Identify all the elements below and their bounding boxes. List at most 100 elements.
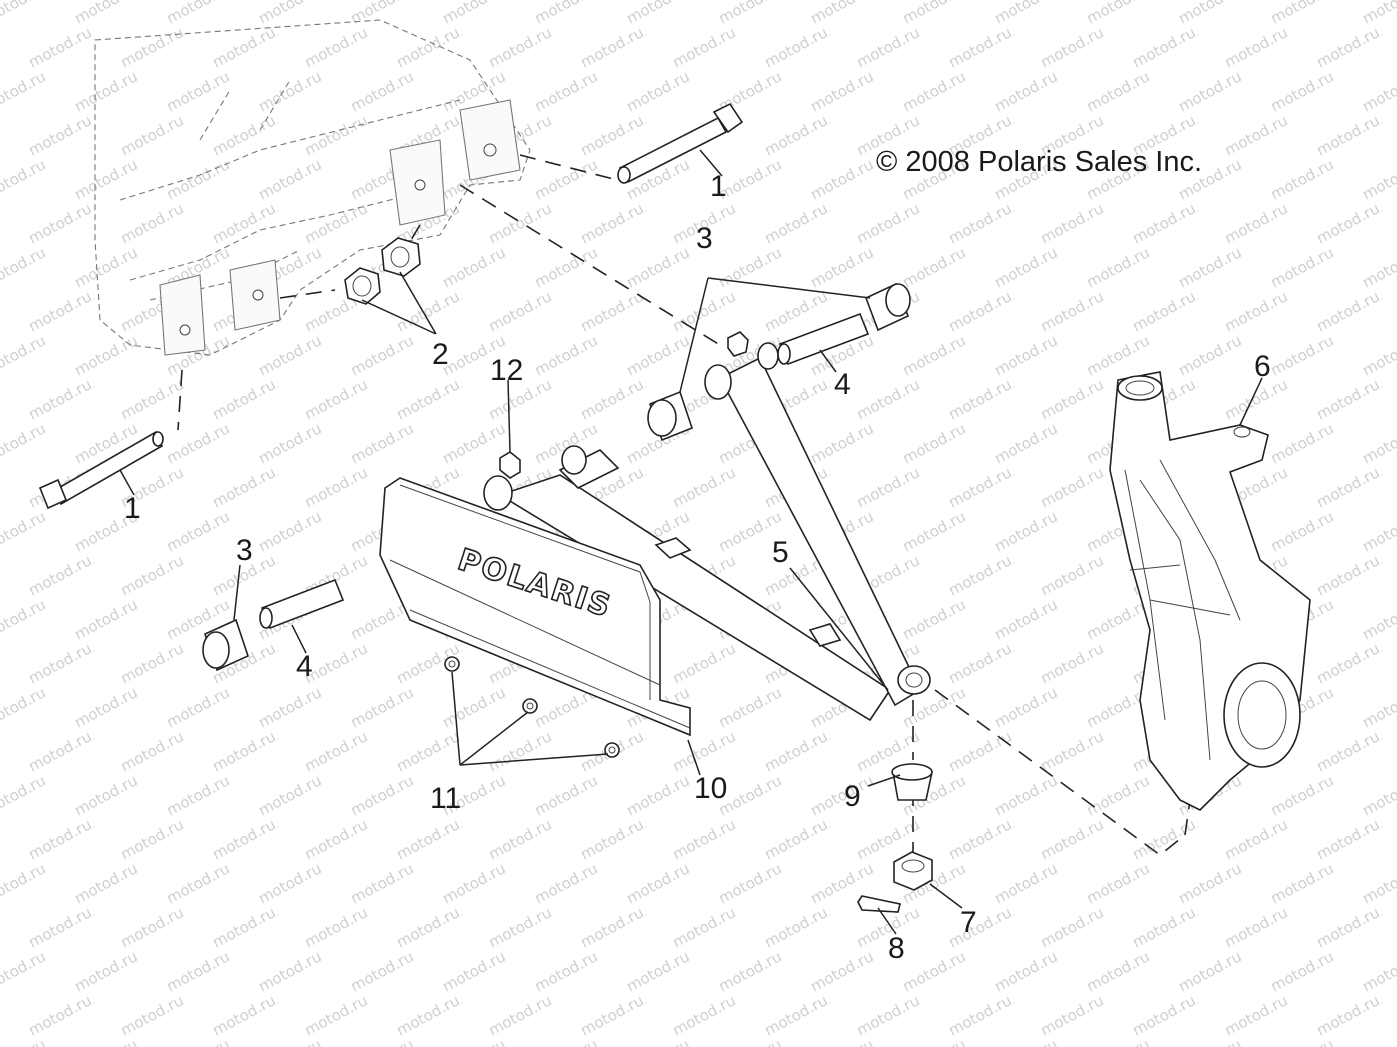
callout-10: 10 <box>694 772 727 805</box>
watermark-text: motod.ru <box>117 815 186 863</box>
watermark-text: motod.ru <box>577 991 646 1039</box>
watermark-text: motod.ru <box>0 463 3 511</box>
bushing-left <box>202 618 249 672</box>
watermark-text: motod.ru <box>1267 67 1336 115</box>
watermark-text: motod.ru <box>0 727 3 775</box>
watermark-text: motod.ru <box>117 727 186 775</box>
watermark-text: motod.ru <box>1359 683 1397 731</box>
watermark-text: motod.ru <box>0 507 49 555</box>
watermark-text: motod.ru <box>1267 859 1336 907</box>
watermark-text: motod.ru <box>163 683 232 731</box>
watermark-text: motod.ru <box>255 1035 324 1047</box>
watermark-text: motod.ru <box>1313 375 1382 423</box>
watermark-text: motod.ru <box>25 287 94 335</box>
watermark-text: motod.ru <box>1083 947 1152 995</box>
watermark-text: motod.ru <box>439 243 508 291</box>
watermark-text: motod.ru <box>1267 771 1336 819</box>
watermark-text: motod.ru <box>0 23 3 71</box>
watermark-text: motod.ru <box>945 991 1014 1039</box>
watermark-text: motod.ru <box>807 67 876 115</box>
watermark-text: motod.ru <box>485 815 554 863</box>
watermark-text: motod.ru <box>991 1035 1060 1047</box>
callout-labels: 1 1 2 3 3 4 4 5 6 7 8 9 10 11 12 <box>124 170 1271 965</box>
watermark-text: motod.ru <box>669 815 738 863</box>
watermark-text: motod.ru <box>0 67 49 115</box>
watermark-text: motod.ru <box>1083 243 1152 291</box>
watermark-text: motod.ru <box>945 727 1014 775</box>
watermark-text: motod.ru <box>347 331 416 379</box>
watermark-text: motod.ru <box>715 243 784 291</box>
watermark-text: motod.ru <box>1037 463 1106 511</box>
watermark-text: motod.ru <box>393 815 462 863</box>
watermark-text: motod.ru <box>945 463 1014 511</box>
watermark-text: motod.ru <box>623 67 692 115</box>
watermark-text: motod.ru <box>715 859 784 907</box>
watermark-text: motod.ru <box>301 903 370 951</box>
callout-1-upper: 1 <box>710 170 727 203</box>
watermark-text: motod.ru <box>163 1035 232 1047</box>
watermark-text: motod.ru <box>25 23 94 71</box>
guard-screws <box>444 656 620 758</box>
watermark-text: motod.ru <box>531 1035 600 1047</box>
callout-11: 11 <box>430 782 461 815</box>
bolt-upper <box>617 102 744 184</box>
watermark-text: motod.ru <box>439 419 508 467</box>
watermark-text: motod.ru <box>209 23 278 71</box>
watermark-text: motod.ru <box>991 947 1060 995</box>
watermark-text: motod.ru <box>1313 551 1382 599</box>
watermark-text: motod.ru <box>1083 331 1152 379</box>
watermark-text: motod.ru <box>439 947 508 995</box>
watermark-text: motod.ru <box>1037 199 1106 247</box>
callout-3-upper: 3 <box>696 222 713 255</box>
watermark-text: motod.ru <box>761 815 830 863</box>
watermark-text: motod.ru <box>623 771 692 819</box>
watermark-text: motod.ru <box>485 903 554 951</box>
watermark-text: motod.ru <box>807 419 876 467</box>
watermark-text: motod.ru <box>0 199 3 247</box>
watermark-text: motod.ru <box>347 771 416 819</box>
watermark-text: motod.ru <box>0 243 49 291</box>
watermark-text: motod.ru <box>439 0 508 28</box>
watermark-text: motod.ru <box>1083 67 1152 115</box>
watermark-text: motod.ru <box>761 111 830 159</box>
watermark-text: motod.ru <box>1313 903 1382 951</box>
watermark-text: motod.ru <box>807 1035 876 1047</box>
watermark-text: motod.ru <box>1037 815 1106 863</box>
watermark-text: motod.ru <box>255 419 324 467</box>
watermark-text: motod.ru <box>1175 331 1244 379</box>
watermark-text: motod.ru <box>347 0 416 28</box>
watermark-text: motod.ru <box>761 991 830 1039</box>
watermark-text: motod.ru <box>71 595 140 643</box>
watermark-text: motod.ru <box>853 199 922 247</box>
watermark-text: motod.ru <box>209 727 278 775</box>
watermark-text: motod.ru <box>347 947 416 995</box>
watermark-text: motod.ru <box>71 67 140 115</box>
watermark-text: motod.ru <box>1129 903 1198 951</box>
watermark-text: motod.ru <box>853 23 922 71</box>
watermark-text: motod.ru <box>531 331 600 379</box>
watermark-text: motod.ru <box>1037 287 1106 335</box>
watermark-text: motod.ru <box>209 111 278 159</box>
watermark-text: motod.ru <box>1359 67 1397 115</box>
callout-4-upper: 4 <box>834 368 851 401</box>
watermark-text: motod.ru <box>577 815 646 863</box>
watermark-text: motod.ru <box>945 23 1014 71</box>
watermark-text: motod.ru <box>0 903 3 951</box>
callout-12: 12 <box>490 354 523 387</box>
watermark-text: motod.ru <box>25 375 94 423</box>
watermark-text: motod.ru <box>0 991 3 1039</box>
watermark-text: motod.ru <box>0 639 3 687</box>
watermark-text: motod.ru <box>163 771 232 819</box>
watermark-text: motod.ru <box>1267 243 1336 291</box>
watermark-text: motod.ru <box>25 991 94 1039</box>
watermark-text: motod.ru <box>715 683 784 731</box>
watermark-text: motod.ru <box>1129 287 1198 335</box>
watermark-text: motod.ru <box>301 199 370 247</box>
watermark-text: motod.ru <box>439 859 508 907</box>
watermark-text: motod.ru <box>393 903 462 951</box>
watermark-text: motod.ru <box>531 859 600 907</box>
watermark-text: motod.ru <box>531 243 600 291</box>
watermark-text: motod.ru <box>117 23 186 71</box>
watermark-text: motod.ru <box>1037 903 1106 951</box>
watermark-text: motod.ru <box>899 67 968 115</box>
